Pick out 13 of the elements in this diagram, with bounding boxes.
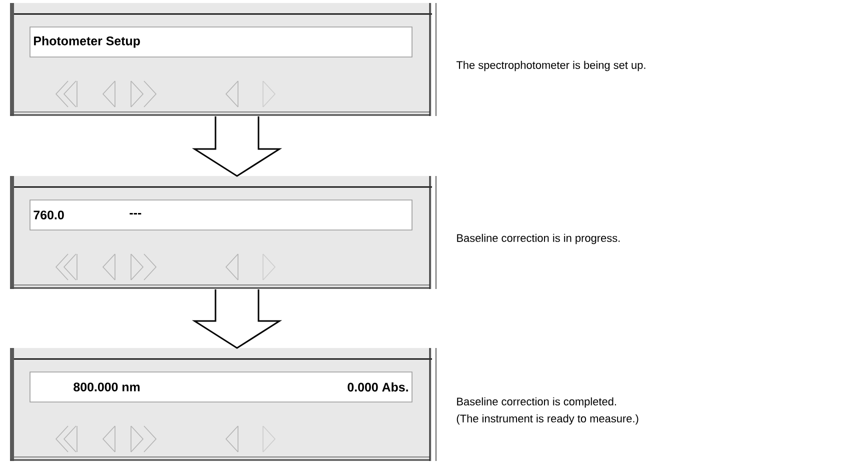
node-label: --- [130, 213, 142, 214]
block-arrow [192, 116, 282, 177]
display-field: 800.000 nm 0.000 Abs. [30, 372, 412, 402]
description-text: (The instrument is ready to measure.) [456, 414, 638, 425]
display-field: Photometer Setup [30, 26, 412, 58]
block-arrow [192, 288, 282, 349]
node-label: 760.0 [34, 210, 64, 220]
description-text: Baseline correction is completed. [457, 397, 616, 408]
node-label: 0.000 Abs. [348, 382, 408, 392]
description-text: Baseline correction is in progress. [457, 234, 620, 244]
node-label: 800.000 nm [74, 382, 140, 392]
display-field: 760.0 --- [30, 200, 412, 230]
description-text: The spectrophotometer is being set up. [456, 60, 646, 72]
